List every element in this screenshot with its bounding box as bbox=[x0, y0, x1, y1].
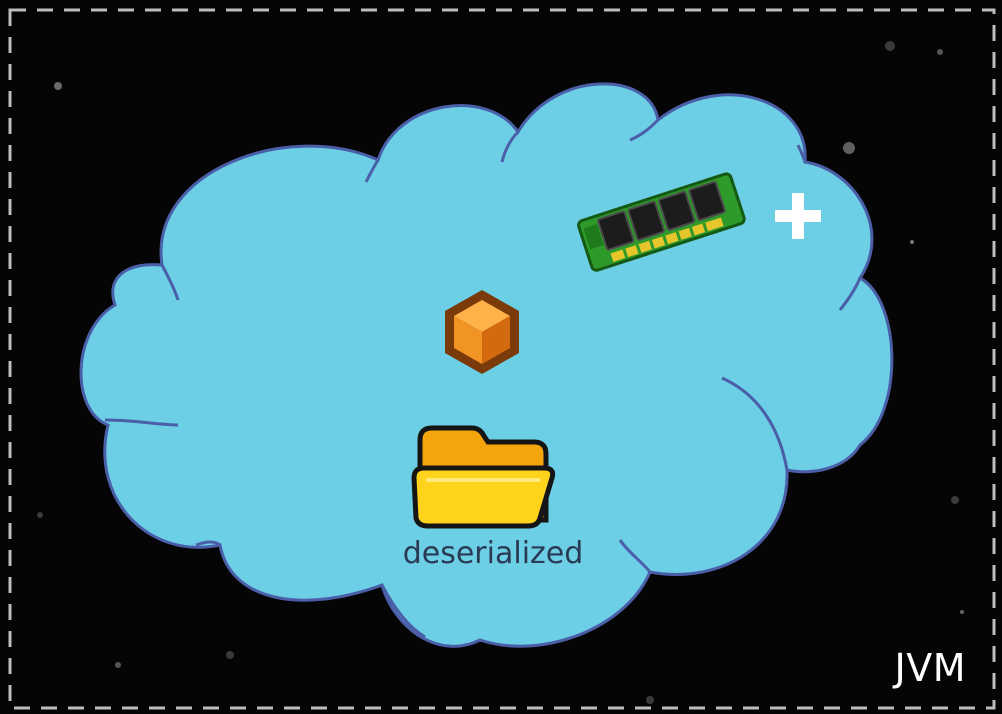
folder-icon bbox=[411, 425, 556, 529]
jvm-label: JVM bbox=[894, 646, 966, 690]
plus-icon bbox=[775, 193, 821, 239]
starfield-background bbox=[37, 41, 964, 704]
memory-ram-icon bbox=[577, 172, 746, 272]
object-cube-icon bbox=[445, 290, 519, 374]
jvm-boundary bbox=[8, 8, 996, 710]
cloud-inner-curves bbox=[104, 118, 862, 639]
folder-label: deserialized bbox=[402, 536, 584, 571]
